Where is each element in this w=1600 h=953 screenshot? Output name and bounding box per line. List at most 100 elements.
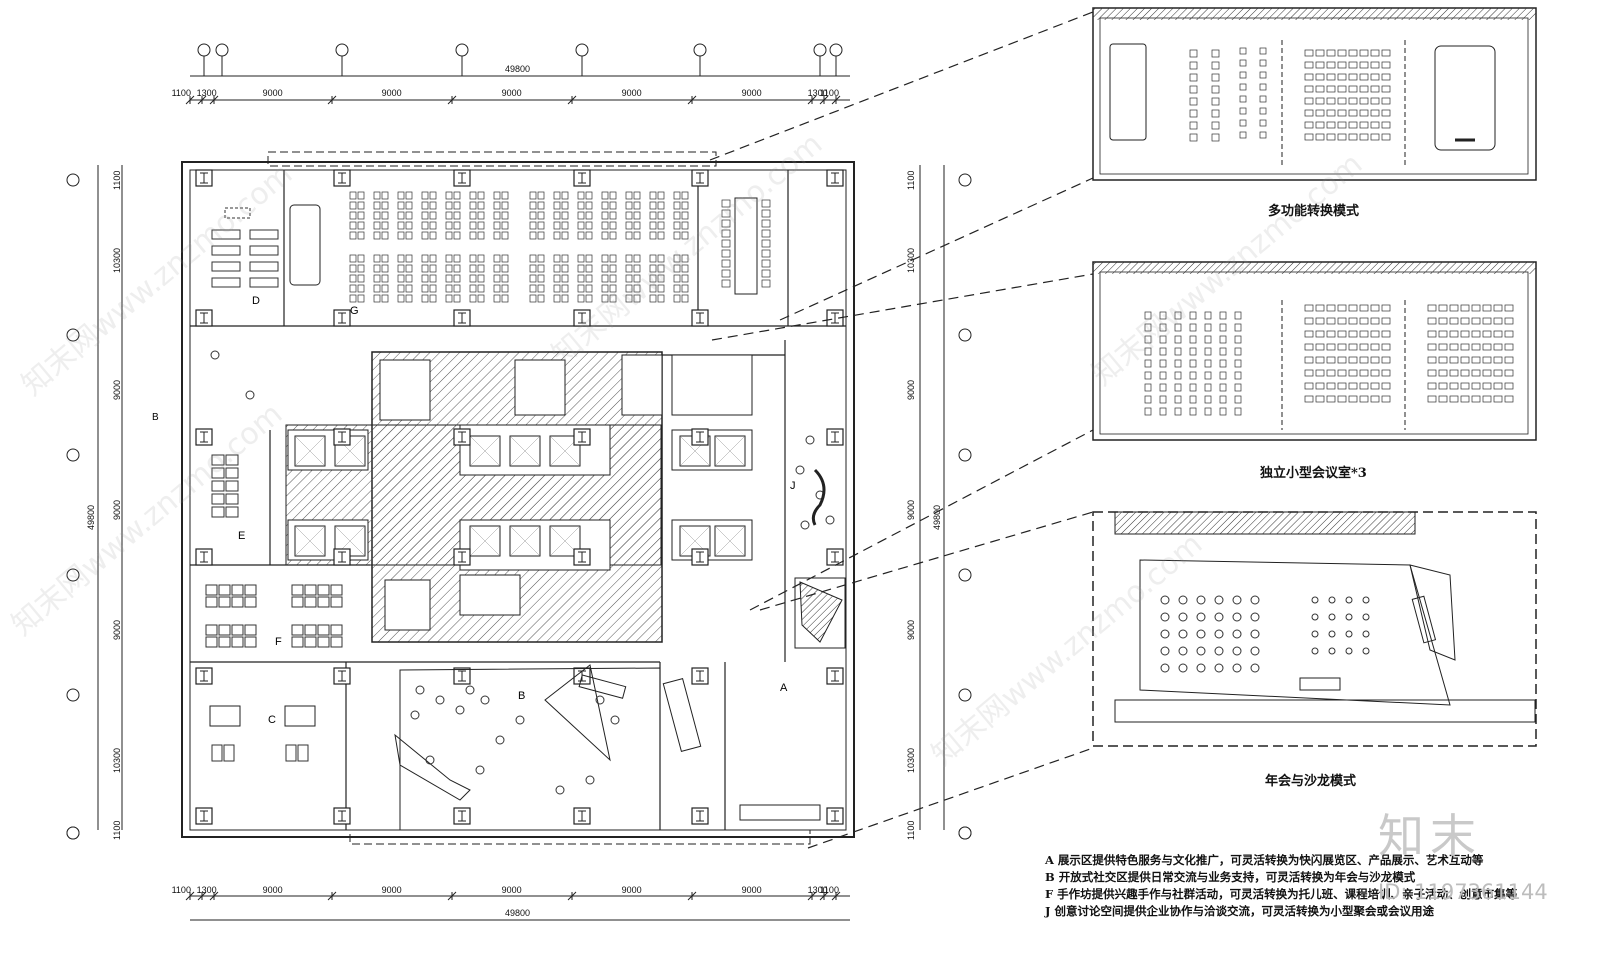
seat bbox=[1493, 330, 1503, 338]
seat bbox=[1211, 61, 1220, 70]
seat bbox=[453, 274, 461, 283]
desk bbox=[330, 584, 343, 596]
lounge-chair bbox=[610, 715, 620, 725]
lounge-chair bbox=[415, 685, 425, 695]
seat bbox=[553, 231, 561, 240]
seat bbox=[397, 274, 405, 283]
seat bbox=[1144, 323, 1152, 332]
dimension-label: 9000 bbox=[381, 885, 402, 895]
seat bbox=[673, 254, 681, 263]
seat bbox=[625, 191, 633, 200]
seat bbox=[1348, 61, 1358, 69]
seat bbox=[1482, 356, 1492, 364]
design-notes: A 展示区提供特色服务与文化推广，可灵活转换为快闪展览区、产品展示、艺术互动等 … bbox=[1045, 852, 1595, 920]
brand-logo: 知末 bbox=[1378, 809, 1482, 863]
seat bbox=[657, 231, 665, 240]
seat bbox=[1239, 47, 1247, 55]
seat bbox=[553, 294, 561, 303]
seat bbox=[1359, 369, 1369, 377]
seat bbox=[1204, 323, 1212, 332]
seat bbox=[1359, 49, 1369, 57]
seat bbox=[1337, 133, 1347, 141]
desk bbox=[304, 636, 317, 648]
seat bbox=[373, 264, 381, 273]
seat bbox=[1189, 121, 1198, 130]
seat bbox=[1348, 382, 1358, 390]
curved-sofa bbox=[811, 468, 826, 526]
column-mark bbox=[696, 312, 704, 324]
seat bbox=[357, 274, 365, 283]
note-a: A 展示区提供特色服务与文化推广，可灵活转换为快闪展览区、产品展示、艺术互动等 bbox=[1045, 853, 1484, 867]
seat bbox=[357, 231, 365, 240]
seat bbox=[721, 279, 731, 288]
seat bbox=[445, 274, 453, 283]
dimension-label: 9000 bbox=[381, 88, 402, 98]
lounge-chair bbox=[480, 695, 490, 705]
seat bbox=[1348, 133, 1358, 141]
seat bbox=[501, 254, 509, 263]
seat bbox=[1326, 109, 1336, 117]
seat bbox=[577, 274, 585, 283]
dimension-label: 1100 bbox=[906, 821, 916, 841]
seat bbox=[1239, 59, 1247, 67]
salon-chair bbox=[1160, 595, 1170, 605]
seat bbox=[421, 284, 429, 293]
zone-label-g: G bbox=[350, 305, 359, 317]
zone-label-b-left: B bbox=[152, 412, 159, 423]
seat bbox=[397, 284, 405, 293]
seat bbox=[537, 231, 545, 240]
desk bbox=[285, 744, 297, 762]
column-mark bbox=[696, 431, 704, 443]
seat bbox=[1504, 317, 1514, 325]
axis-bubble bbox=[197, 43, 211, 57]
desk bbox=[244, 624, 257, 636]
seat bbox=[529, 254, 537, 263]
seat bbox=[1159, 383, 1167, 392]
seat bbox=[649, 294, 657, 303]
seat bbox=[1159, 371, 1167, 380]
seat bbox=[649, 264, 657, 273]
seat bbox=[1504, 395, 1514, 403]
seat bbox=[577, 254, 585, 263]
salon-chair bbox=[1328, 596, 1336, 604]
exhibition-features bbox=[394, 664, 821, 831]
seat bbox=[609, 201, 617, 210]
dimension-label: 9000 bbox=[112, 620, 122, 641]
zone-label-c: C bbox=[268, 714, 276, 726]
seat bbox=[761, 239, 771, 248]
seat bbox=[561, 274, 569, 283]
desk bbox=[211, 454, 225, 466]
seat bbox=[1234, 311, 1242, 320]
seat bbox=[1326, 304, 1336, 312]
desk bbox=[231, 584, 244, 596]
seat bbox=[1337, 382, 1347, 390]
seat bbox=[1189, 407, 1197, 416]
seat bbox=[537, 221, 545, 230]
seat bbox=[349, 201, 357, 210]
seat bbox=[429, 274, 437, 283]
seat bbox=[1315, 49, 1325, 57]
seat bbox=[397, 211, 405, 220]
seat bbox=[1326, 133, 1336, 141]
lounge-chair bbox=[425, 755, 435, 765]
seat bbox=[1482, 330, 1492, 338]
seat bbox=[1370, 317, 1380, 325]
seat bbox=[397, 294, 405, 303]
seat bbox=[357, 294, 365, 303]
seat bbox=[681, 274, 689, 283]
seat bbox=[1304, 343, 1314, 351]
seat bbox=[469, 264, 477, 273]
seat bbox=[1493, 382, 1503, 390]
seat bbox=[373, 191, 381, 200]
seat bbox=[453, 264, 461, 273]
seat bbox=[1449, 369, 1459, 377]
seat bbox=[649, 211, 657, 220]
screen-table bbox=[209, 705, 241, 727]
seat bbox=[561, 231, 569, 240]
seat bbox=[601, 284, 609, 293]
desk bbox=[211, 467, 225, 479]
seat bbox=[1471, 369, 1481, 377]
seat bbox=[405, 211, 413, 220]
seat bbox=[1348, 121, 1358, 129]
seat bbox=[469, 254, 477, 263]
